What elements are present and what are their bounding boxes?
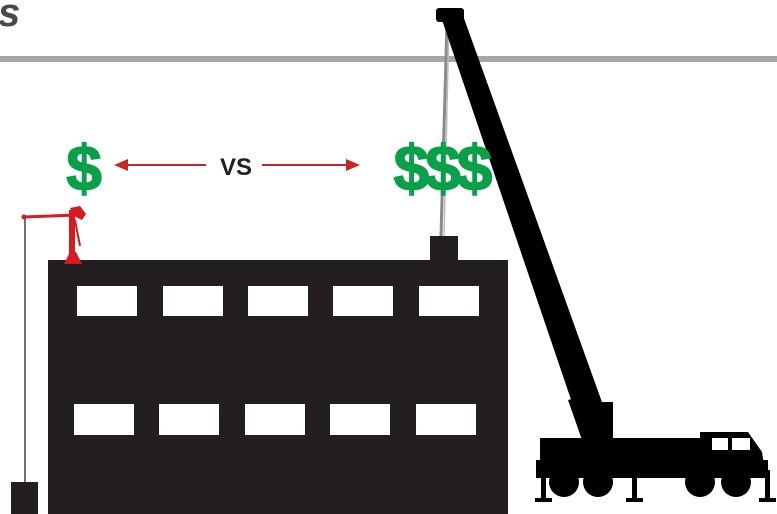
building-icon [48, 236, 508, 514]
left-arrow [114, 159, 206, 171]
header-title: s [0, 0, 20, 35]
davit-crane-icon [11, 206, 86, 514]
right-cost-label: $$$ [394, 132, 492, 204]
header-rule [0, 56, 777, 62]
right-arrow [262, 159, 360, 171]
left-cost-label: $ [66, 132, 102, 204]
mobile-crane-truck-icon [436, 8, 776, 502]
vs-label: VS [220, 154, 252, 181]
